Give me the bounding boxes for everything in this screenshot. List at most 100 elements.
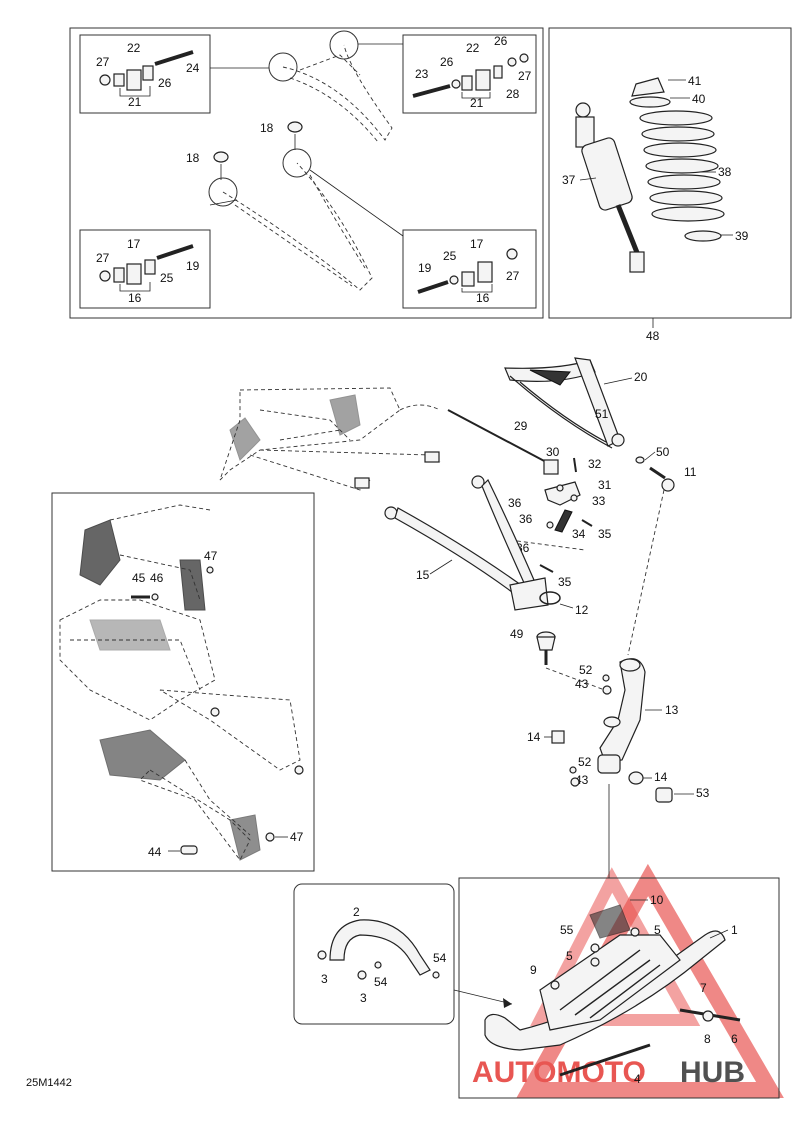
callout-47: 47 (204, 549, 218, 563)
callout-36: 36 (508, 496, 522, 510)
callout-26: 26 (494, 34, 508, 48)
callout-25: 25 (443, 249, 457, 263)
callout-47: 47 (290, 830, 304, 844)
washer-18-upper (287, 121, 303, 133)
callout-14: 14 (654, 770, 668, 784)
tie-rod (447, 409, 549, 464)
callout-39: 39 (735, 229, 749, 243)
callout-50: 50 (656, 445, 670, 459)
chassis-frame-outline (219, 387, 441, 491)
callout-15: 15 (416, 568, 430, 582)
callout-51: 51 (595, 407, 609, 421)
callout-35: 35 (598, 527, 612, 541)
spring-seat (629, 96, 671, 108)
callout-16: 16 (476, 291, 490, 305)
callout-43: 43 (575, 677, 589, 691)
callout-25: 25 (160, 271, 174, 285)
callout-52: 52 (579, 663, 593, 677)
drawing-code: 25M1442 (26, 1077, 72, 1089)
upper-a-arm (504, 357, 625, 449)
shock-absorber (575, 102, 645, 273)
callout-18: 18 (186, 151, 200, 165)
washer-18-lower (213, 151, 229, 163)
skid-plate (589, 904, 631, 939)
callout-29: 29 (514, 419, 528, 433)
upper-arm-hardware-panel: 27 22 26 24 21 23 26 22 26 27 28 21 (69, 27, 544, 319)
callout-28: 28 (506, 87, 520, 101)
callout-20: 20 (634, 370, 648, 384)
bushing-14-left (551, 730, 565, 744)
runner (559, 1043, 651, 1077)
callout-16: 16 (128, 291, 142, 305)
watermark-text-dark: HUB (680, 1056, 745, 1089)
callout-6: 6 (731, 1032, 738, 1046)
callout-40: 40 (692, 92, 706, 106)
callout-55: 55 (560, 923, 574, 937)
callout-45: 45 (132, 571, 146, 585)
callout-26: 26 (440, 55, 454, 69)
callout-3: 3 (360, 991, 367, 1005)
callout-12: 12 (575, 603, 589, 617)
bushing-53 (655, 787, 673, 803)
callout-33: 33 (592, 494, 606, 508)
ball-joint-49 (536, 631, 556, 665)
callout-46: 46 (150, 571, 164, 585)
ball-joint-11 (649, 466, 675, 492)
bushing-parts-16-right (417, 248, 518, 294)
bushing-kit-box-21-right (402, 34, 537, 114)
bushing-kit-box-16-left (79, 229, 211, 309)
bushing-14-right (628, 771, 644, 785)
callout-21: 21 (470, 96, 484, 110)
callout-17: 17 (470, 237, 484, 251)
bushing-parts-21-left (99, 50, 194, 91)
shock-absorber-panel: 41 40 37 38 39 48 (548, 27, 792, 343)
callout-36: 36 (519, 512, 533, 526)
callout-34: 34 (572, 527, 586, 541)
frame-mount-panel (51, 492, 315, 872)
callout-27: 27 (96, 55, 110, 69)
callout-31: 31 (598, 478, 612, 492)
callout-5: 5 (566, 949, 573, 963)
callout-53: 53 (696, 786, 710, 800)
coil-spring (639, 110, 725, 222)
ski-handle (329, 919, 431, 976)
callout-11: 11 (684, 465, 697, 479)
lower-a-arm-outline (208, 148, 373, 291)
callout-30: 30 (546, 445, 560, 459)
callout-2: 2 (353, 905, 360, 919)
callout-54: 54 (433, 951, 447, 965)
watermark-text-red: AUTOMOTO (472, 1056, 646, 1089)
callout-44: 44 (148, 845, 162, 859)
bushing-kit-box-21-left (79, 34, 211, 114)
callout-10: 10 (650, 893, 664, 907)
callout-13: 13 (665, 703, 679, 717)
callout-32: 32 (588, 457, 602, 471)
bolt-44 (180, 845, 198, 855)
callout-4: 4 (634, 1072, 641, 1086)
callout-1: 1 (731, 923, 738, 937)
callout-37: 37 (562, 173, 576, 187)
callout-48: 48 (646, 329, 660, 343)
callout-24: 24 (186, 61, 200, 75)
callout-49: 49 (510, 627, 524, 641)
callout-18: 18 (260, 121, 274, 135)
callout-9: 9 (530, 963, 537, 977)
callout-7: 7 (700, 981, 707, 995)
callout-5: 5 (654, 923, 661, 937)
bushing-parts-16-left (99, 244, 194, 285)
bushing-kit-box-16-right (402, 229, 537, 309)
callout-3: 3 (321, 972, 328, 986)
callout-26: 26 (158, 76, 172, 90)
bushing-parts-21-right (412, 53, 529, 98)
washer-50 (635, 456, 645, 464)
callout-17: 17 (127, 237, 141, 251)
callout-22: 22 (466, 41, 480, 55)
lower-a-arm (384, 475, 561, 611)
ski-saddle (539, 934, 681, 1031)
callout-54: 54 (374, 975, 388, 989)
callout-14: 14 (527, 730, 541, 744)
ski-leg-spindle (597, 658, 646, 774)
ski (484, 930, 726, 1051)
retaining-ring (684, 230, 722, 242)
